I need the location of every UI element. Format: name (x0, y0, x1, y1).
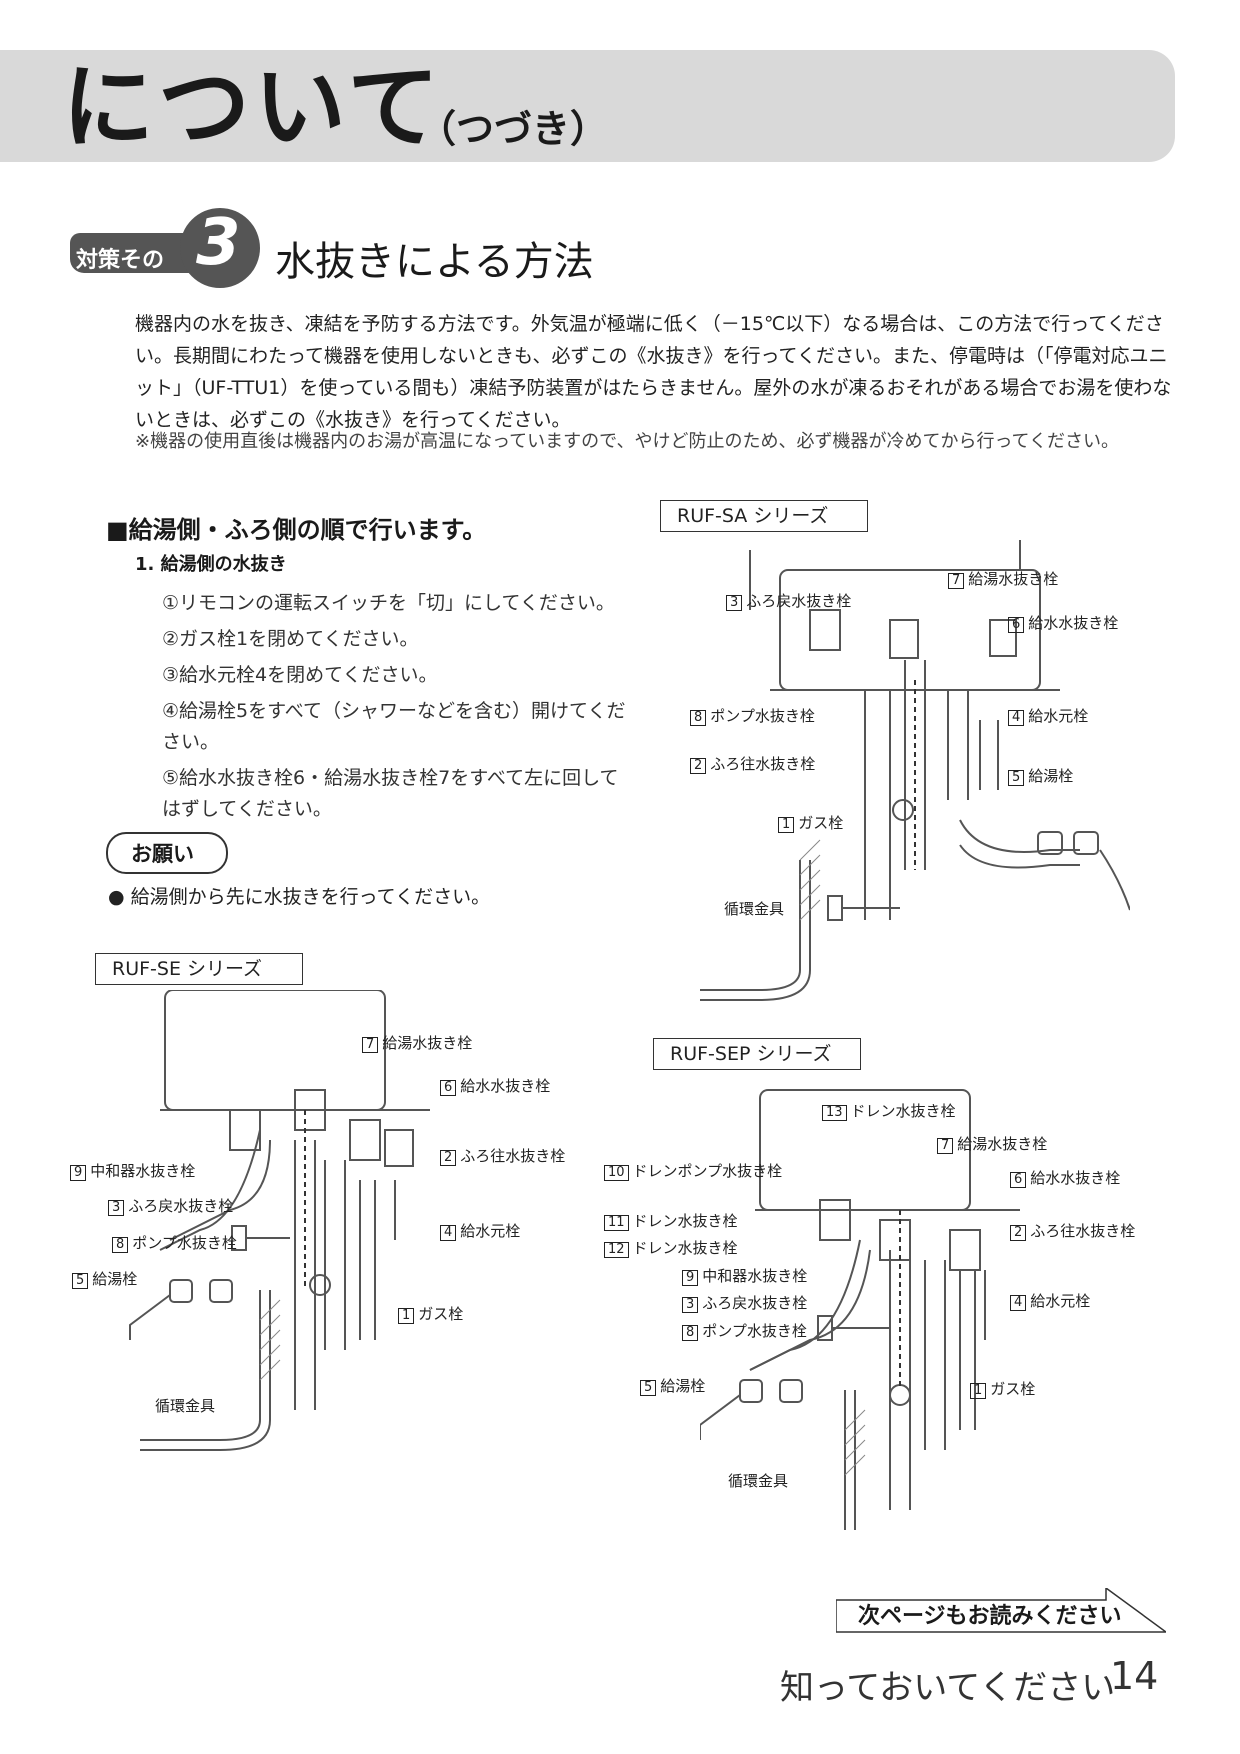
step-2: ②ガス栓1を閉めてください。 (162, 628, 419, 650)
request-badge (106, 832, 228, 874)
section-number: 3 (196, 206, 241, 280)
step-1: ①リモコンの運転スイッチを「切」にしてください。 (162, 592, 615, 614)
procedure-heading: ■給湯側・ふろ側の順で行います。 (106, 516, 487, 544)
page-number: 14 (1110, 1654, 1159, 1698)
sa-label-junkan: 循環金具 (724, 900, 785, 918)
page-title: について (62, 54, 444, 161)
step-5: ⑤給水水抜き栓6・給湯水抜き栓7をすべて左に回してはずしてください。 (162, 767, 619, 820)
section-badge-label: 対策その (76, 248, 165, 273)
request-text: ● 給湯側から先に水抜きを行ってください。 (108, 886, 491, 908)
header-band (0, 50, 1175, 162)
series-label-se: RUF-SE シリーズ (95, 953, 303, 985)
section-number-circle (180, 208, 260, 288)
se-diagram (129, 990, 430, 1451)
sep-label-junkan: 循環金具 (728, 1472, 789, 1490)
intro-paragraph: 機器内の水を抜き、凍結を予防する方法です。外気温が極端に低く（－15℃以下）なる… (135, 313, 1172, 431)
section-badge (70, 233, 190, 273)
request-badge-label: お願い (131, 842, 194, 866)
series-label-sep: RUF-SEP シリーズ (653, 1038, 861, 1070)
step-4: ④給湯栓5をすべて（シャワーなどを含む）開けてください。 (162, 700, 626, 753)
page-subtitle: （つづき） (418, 107, 609, 151)
series-label-sa: RUF-SA シリーズ (660, 500, 868, 532)
se-label-junkan: 循環金具 (155, 1397, 216, 1415)
next-page-arrow (836, 1588, 1166, 1633)
section-title: 水抜きによる方法 (275, 239, 594, 285)
procedure-steps: ①リモコンの運転スイッチを「切」にしてください。 ②ガス栓1を閉めてください。 … (162, 588, 632, 830)
sep-diagram (700, 1089, 1020, 1530)
procedure-subheading: 1. 給湯側の水抜き (135, 554, 287, 575)
footer-section-title: 知っておいてください (780, 1668, 1116, 1708)
caution-note: ※機器の使用直後は機器内のお湯が高温になっていますので、やけど防止のため、必ず機… (135, 431, 1120, 452)
sa-diagram (700, 540, 1130, 1001)
step-3: ③給水元栓4を閉めてください。 (162, 664, 438, 686)
next-page-label: 次ページもお読みください (858, 1604, 1122, 1629)
